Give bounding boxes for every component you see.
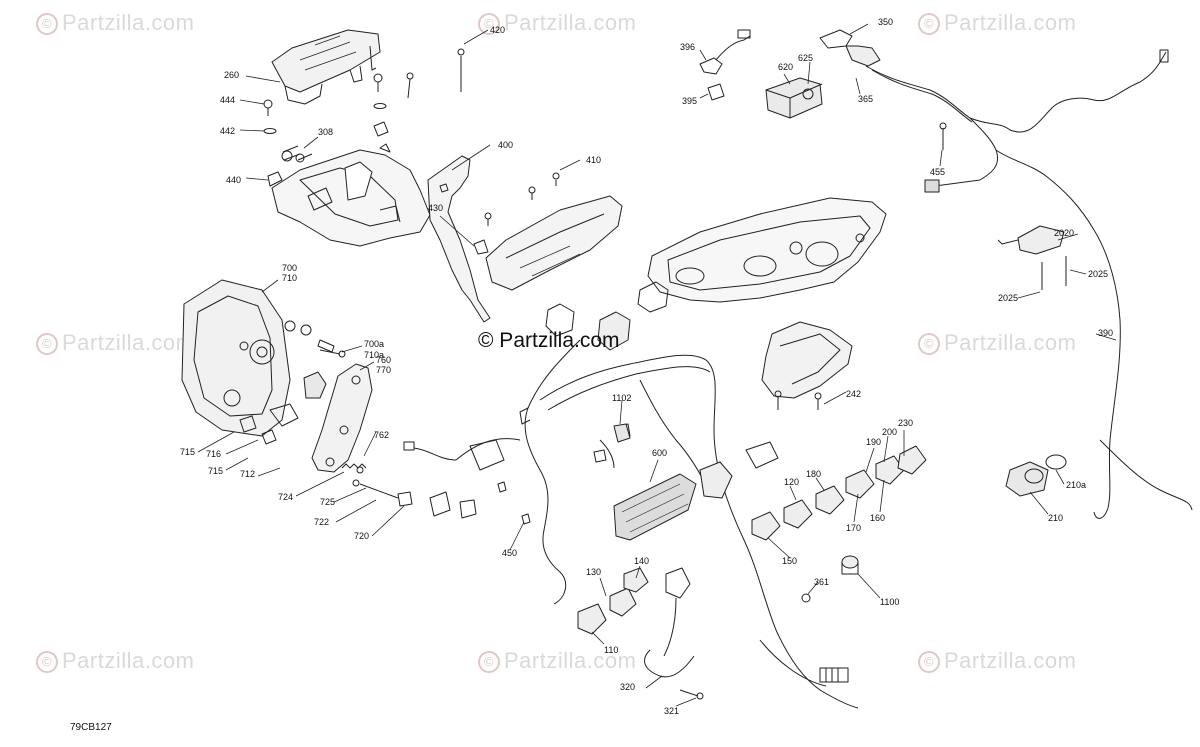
callout-450: 450 [502, 548, 518, 558]
callout-210: 210 [1048, 513, 1064, 523]
callout-444: 444 [220, 95, 236, 105]
callout-170: 170 [846, 523, 862, 533]
callout-700a: 700a [364, 339, 385, 349]
callout-365: 365 [858, 94, 874, 104]
watermark: ©Partzilla.com [478, 648, 636, 674]
callout-762: 762 [374, 430, 390, 440]
relay-row [751, 445, 927, 541]
sensor-part-2020 [997, 225, 1067, 290]
spring-assembly [341, 463, 413, 507]
callout-725: 725 [320, 497, 336, 507]
watermark: ©Partzilla.com [36, 648, 194, 674]
callout-400: 400 [498, 140, 514, 150]
housing-part-700 [181, 279, 346, 437]
callout-600: 600 [652, 448, 668, 458]
callout-110: 110 [604, 645, 619, 655]
panel-part-410 [473, 172, 623, 291]
callout-395: 395 [682, 96, 698, 106]
watermark: ©Partzilla.com [36, 330, 194, 356]
connector-part-1102 [613, 423, 631, 443]
callout-350: 350 [878, 17, 894, 27]
bracket-part-760 [239, 363, 373, 473]
callout-321: 321 [664, 706, 680, 716]
center-watermark: © Partzilla.com [478, 329, 620, 352]
callout-120: 120 [784, 477, 800, 487]
callout-242: 242 [846, 389, 862, 399]
watermark: ©Partzilla.com [918, 648, 1076, 674]
cover-part-260 [271, 29, 381, 105]
callout-130: 130 [586, 567, 602, 577]
callout-361: 361 [814, 577, 830, 587]
callout-700: 700 [282, 263, 298, 273]
callout-396: 396 [680, 42, 696, 52]
bracket-part-242 [761, 321, 853, 410]
watermark: ©Partzilla.com [478, 10, 636, 36]
callout-724: 724 [278, 492, 294, 502]
diagram-code: 79CB127 [70, 722, 112, 733]
callout-712: 712 [240, 469, 256, 479]
gauge-frame [647, 197, 887, 303]
callout-160: 160 [870, 513, 886, 523]
callout-2025: 2025 [998, 293, 1019, 303]
callout-308: 308 [318, 127, 334, 137]
callout-190: 190 [866, 437, 882, 447]
callout-625: 625 [798, 53, 814, 63]
main-wiring-harness [403, 281, 859, 709]
callout-260: 260 [224, 70, 240, 80]
watermark: ©Partzilla.com [918, 10, 1076, 36]
callout-150: 150 [782, 556, 798, 566]
display-part-600 [613, 473, 697, 541]
callout-720: 720 [354, 531, 370, 541]
bracket-part-400-tray [271, 149, 431, 247]
module-part-620 [699, 29, 823, 119]
switch-part-210 [1005, 454, 1067, 497]
callout-210a: 210a [1066, 480, 1087, 490]
callout-320: 320 [620, 682, 636, 692]
callout-180: 180 [806, 469, 822, 479]
callout-1100: 1100 [880, 597, 900, 607]
callout-420: 420 [490, 25, 506, 35]
leader-lines [197, 23, 1117, 707]
harness-part-350 [819, 29, 1193, 519]
callout-200: 200 [882, 427, 898, 437]
callout-2020: 2020 [1054, 228, 1075, 238]
callout-390: 390 [1098, 328, 1114, 338]
callout-440: 440 [226, 175, 242, 185]
callout-715: 715 [208, 466, 224, 476]
callout-710: 710 [282, 273, 298, 283]
callout-620: 620 [778, 62, 794, 72]
callout-760: 760 [376, 355, 392, 365]
relays-lower [577, 567, 704, 700]
callout-442: 442 [220, 126, 236, 136]
watermark: ©Partzilla.com [36, 10, 194, 36]
callout-710a: 710a [364, 350, 385, 360]
callout-410: 410 [586, 155, 602, 165]
callout-722: 722 [314, 517, 330, 527]
callout-455: 455 [930, 167, 946, 177]
callout-140: 140 [634, 556, 650, 566]
misc-fasteners [497, 449, 607, 525]
callout-430: 430 [428, 203, 444, 213]
callout-715: 715 [180, 447, 196, 457]
callout-1102: 1102 [612, 393, 632, 403]
callout-2025: 2025 [1088, 269, 1109, 279]
switch-part-1100 [801, 555, 859, 603]
support-strap-part-400 [427, 48, 491, 323]
callout-716: 716 [206, 449, 222, 459]
callout-230: 230 [898, 418, 914, 428]
watermark: ©Partzilla.com [918, 330, 1076, 356]
callout-770: 770 [376, 365, 392, 375]
fasteners-left [263, 72, 414, 187]
